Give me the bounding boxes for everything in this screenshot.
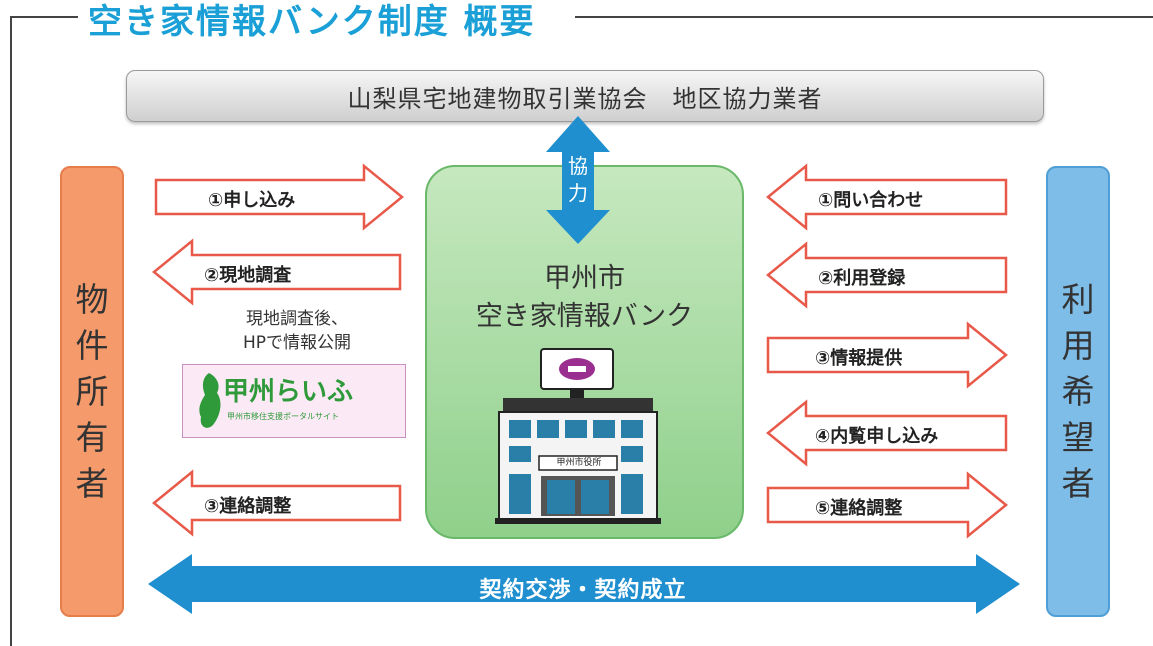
label-inquiry: ①問い合わせ [818,190,924,211]
logo-main-text: 甲州らいふ [223,377,354,407]
arrow-viewing-request [766,399,1008,467]
arrow-survey [152,238,402,306]
publish-note: 現地調査後、 HPで情報公開 [192,307,402,355]
label-user-coordination: ⑤連絡調整 [815,498,903,519]
label-survey: ②現地調査 [204,265,292,286]
frame-top-left [10,16,80,18]
arrow-registration [766,241,1008,309]
association-banner: 山梨県宅地建物取引業協会 地区協力業者 [126,70,1044,122]
user-bar: 利用希望者 [1046,166,1110,617]
arrow-owner-coordination [152,469,402,537]
building-sign-text: 甲州市役所 [556,458,602,468]
note-line1: 現地調査後、 [246,309,348,329]
owner-label: 物件所有者 [75,279,109,503]
cooperation-arrow [546,116,610,244]
koshu-life-logo[interactable]: 甲州らいふ 甲州市移住支援ポータルサイト [182,364,406,438]
frame-top-right [575,16,1153,18]
label-owner-coordination: ③連絡調整 [204,496,292,517]
center-title-line2: 空き家情報バンク [475,301,694,332]
label-viewing-request: ④内覧申し込み [815,426,939,447]
note-line2: HPで情報公開 [242,333,352,353]
page-title: 空き家情報バンク制度 概要 [78,0,546,43]
yamanashi-map-icon [199,373,221,428]
arrow-inquiry [766,163,1008,231]
owner-bar: 物件所有者 [60,166,124,617]
cooperation-label: 協力 [568,154,588,205]
arrow-apply [154,163,404,231]
contract-arrow [148,554,1020,614]
arrow-info-provision [766,321,1008,389]
label-info-provision: ③情報提供 [815,348,903,369]
label-registration: ②利用登録 [818,268,906,289]
label-apply: ①申し込み [208,190,296,211]
arrow-user-coordination [766,471,1008,539]
center-title-line1: 甲州市 [544,263,625,294]
logo-sub-text: 甲州市移住支援ポータルサイト [227,412,339,421]
frame-left [10,16,12,646]
city-hall-icon [495,348,661,524]
center-title: 甲州市 空き家情報バンク [425,260,744,336]
contract-label: 契約交渉・契約成立 [479,578,687,603]
user-label: 利用希望者 [1061,279,1095,503]
